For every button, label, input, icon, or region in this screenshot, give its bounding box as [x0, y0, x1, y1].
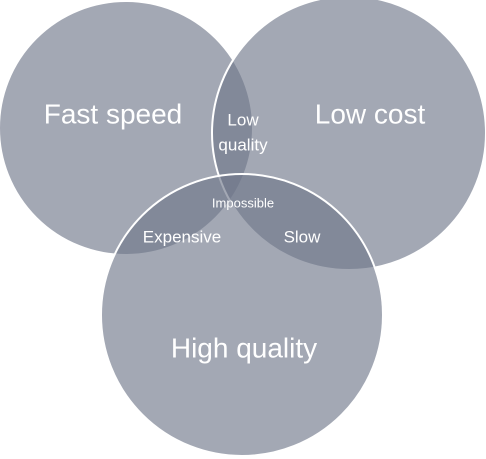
high-quality-label: High quality	[171, 332, 317, 363]
low-quality-label-line-1: Low	[227, 110, 259, 129]
expensive-label: Expensive	[143, 227, 221, 246]
high-quality-circle	[100, 173, 384, 457]
low-quality-label-line-2: quality	[218, 135, 268, 154]
fast-speed-label: Fast speed	[44, 98, 183, 129]
low-cost-label: Low cost	[315, 98, 426, 129]
slow-label: Slow	[284, 227, 322, 246]
impossible-label: Impossible	[212, 195, 274, 210]
